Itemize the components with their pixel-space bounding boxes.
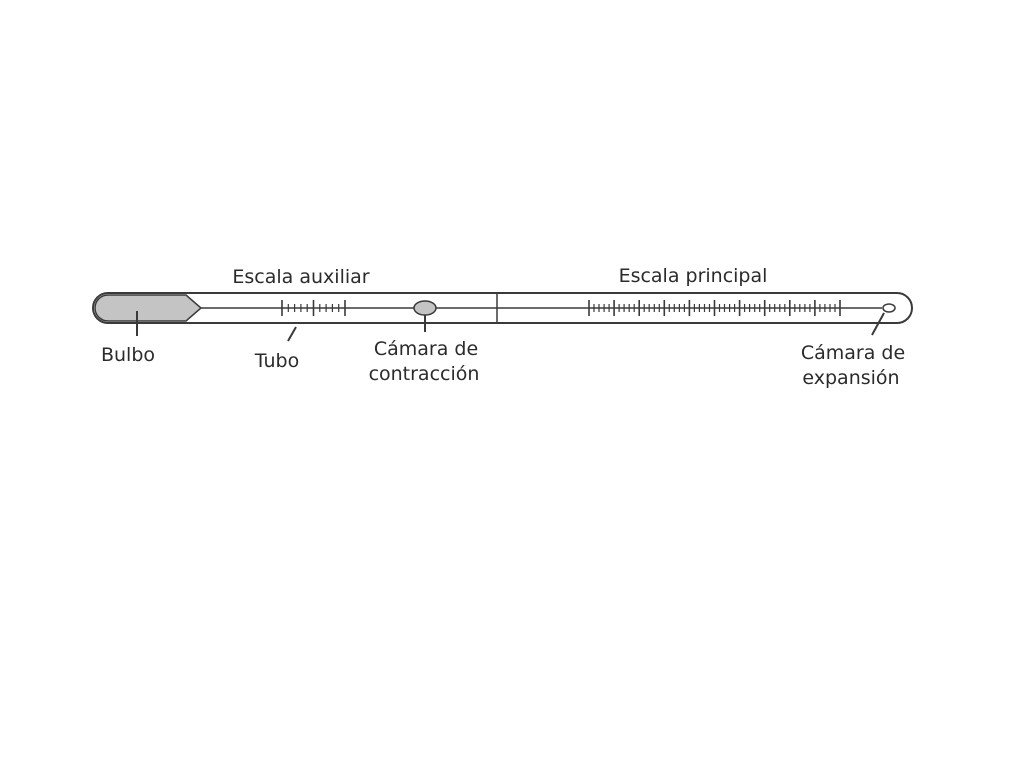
expansion-chamber — [882, 303, 896, 313]
expansion-chamber-label-line1: Cámara de — [801, 342, 905, 364]
auxiliary-scale-ticks — [281, 300, 346, 316]
tube-leader — [287, 326, 297, 342]
main-scale-ticks — [588, 300, 841, 316]
main-scale-label: Escala principal — [619, 265, 768, 287]
contraction-chamber-label-line2: contracción — [369, 363, 480, 385]
auxiliary-scale-label: Escala auxiliar — [232, 266, 369, 288]
bulb-label: Bulbo — [101, 344, 155, 366]
expansion-chamber-label-line2: expansión — [802, 367, 899, 389]
contraction-chamber-label-line1: Cámara de — [374, 338, 478, 360]
expansion-chamber-leader — [871, 312, 885, 336]
tube-label: Tubo — [254, 350, 299, 372]
contraction-chamber — [413, 300, 437, 316]
bulb-shape — [94, 294, 203, 322]
